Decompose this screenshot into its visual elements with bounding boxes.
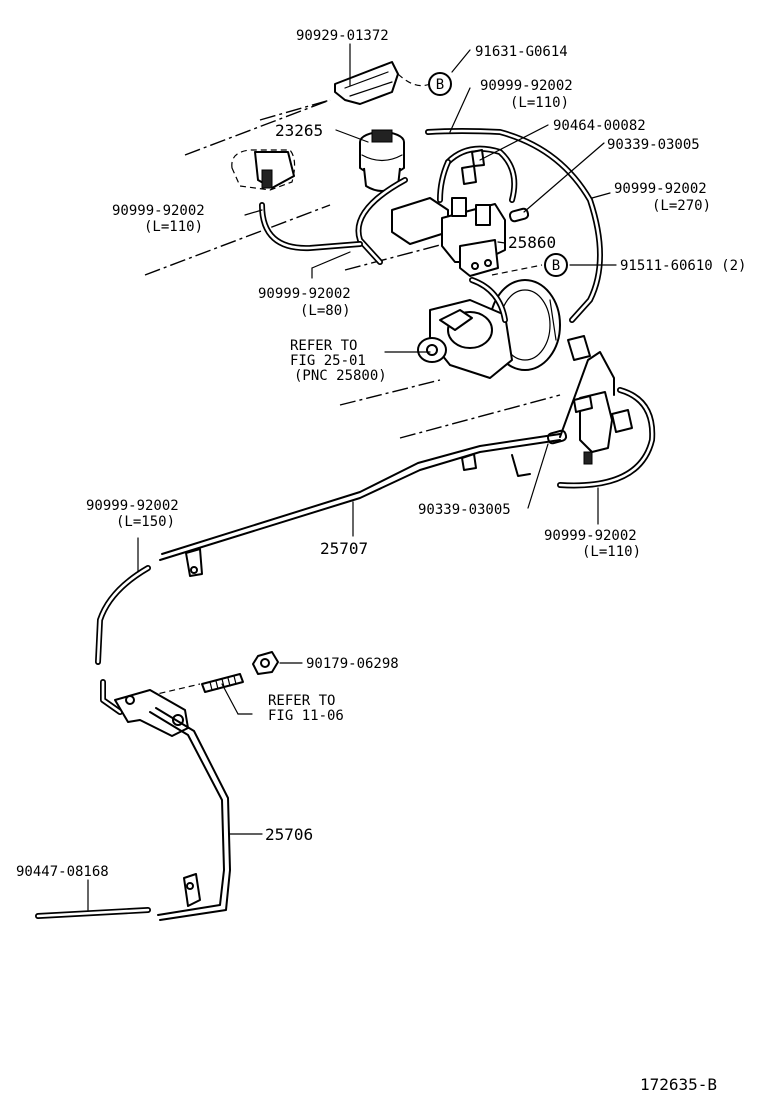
callout-hose-right: 90999-92002 — [614, 181, 707, 197]
callout-refer-11-06-line2: FIG 11-06 — [268, 708, 344, 724]
callout-90339-03005-bottom: 90339-03005 — [418, 502, 511, 518]
callout-25706: 25706 — [265, 825, 313, 844]
callout-hose-mid-length: (L=80) — [300, 303, 351, 319]
callout-25707: 25707 — [320, 539, 368, 558]
marker-b-top: B — [428, 72, 452, 96]
vsv-25860 — [391, 197, 506, 277]
marker-b-right-label: B — [552, 258, 560, 274]
hose-90447-08168 — [35, 907, 151, 919]
callout-refer-25-01-line3: (PNC 25800) — [294, 368, 387, 384]
callout-90179-06298: 90179-06298 — [306, 656, 399, 672]
callout-labels: 90929-01372 91631-G0614 90999-92002 (L=1… — [16, 28, 746, 880]
marker-b-top-label: B — [436, 77, 444, 93]
callout-hose-lower-right-length: (L=110) — [582, 544, 641, 560]
callout-hose-top: 90999-92002 — [480, 78, 573, 94]
callout-hose-left: 90999-92002 — [112, 203, 205, 219]
callout-hose-lower-right: 90999-92002 — [544, 528, 637, 544]
callout-refer-25-01-line1: REFER TO — [290, 338, 357, 354]
callout-hose-mid: 90999-92002 — [258, 286, 351, 302]
pipe-25706 — [114, 689, 231, 921]
callout-hose-left-length: (L=110) — [144, 219, 203, 235]
pipe-25707 — [159, 351, 615, 577]
callout-hose-top-length: (L=110) — [510, 95, 569, 111]
marker-b-right: B — [544, 253, 568, 277]
stud-and-nut — [139, 651, 279, 699]
callout-hose-right-length: (L=270) — [652, 198, 711, 214]
leader-lines — [87, 43, 617, 911]
callout-25860: 25860 — [508, 233, 556, 252]
callout-hose-lower-left: 90999-92002 — [86, 498, 179, 514]
hoses — [95, 128, 656, 715]
callout-23265: 23265 — [275, 121, 323, 140]
callout-hose-lower-left-length: (L=150) — [116, 514, 175, 530]
callout-91631-G0614: 91631-G0614 — [475, 44, 568, 60]
callout-90447-08168: 90447-08168 — [16, 864, 109, 880]
callout-refer-11-06-line1: REFER TO — [268, 693, 335, 709]
callout-refer-25-01-line2: FIG 25-01 — [290, 353, 366, 369]
throttle-body — [417, 279, 561, 379]
callout-90464-00082: 90464-00082 — [553, 118, 646, 134]
figure-number: 172635-B — [640, 1075, 717, 1094]
vsv-right — [573, 391, 633, 465]
callout-91511-60610: 91511-60610 (2) — [620, 258, 746, 274]
sensor-left — [231, 149, 296, 191]
callout-90339-03005-top: 90339-03005 — [607, 137, 700, 153]
reference-lines — [144, 99, 561, 439]
callout-90929-01372: 90929-01372 — [296, 28, 389, 44]
clip-90929-01372 — [334, 61, 431, 105]
